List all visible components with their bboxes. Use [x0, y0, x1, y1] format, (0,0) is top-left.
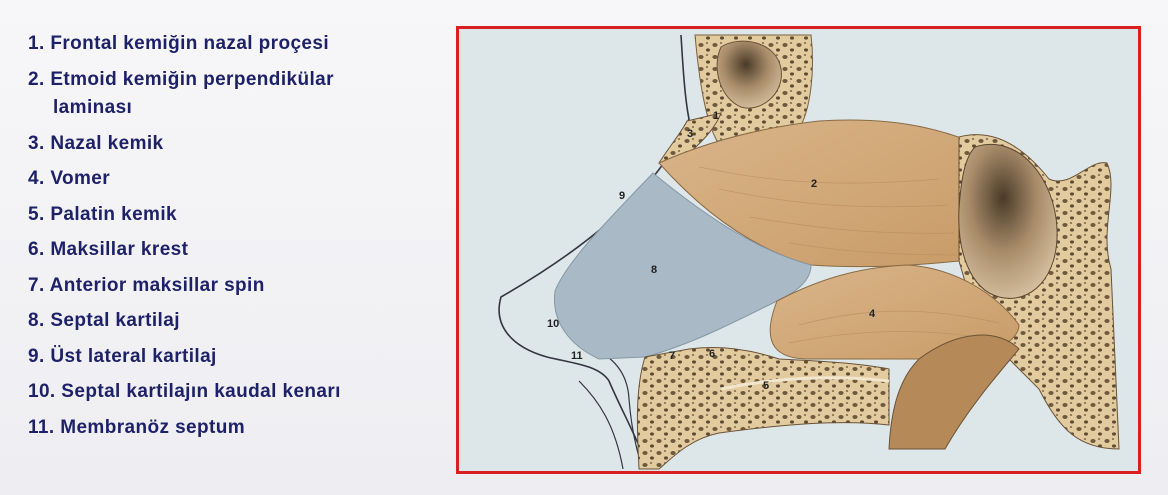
legend-item-3: 3. Nazal kemik — [28, 132, 458, 155]
figure-label-9: 9 — [619, 190, 625, 202]
figure-label-2: 2 — [811, 178, 817, 190]
figure-label-1: 1 — [713, 110, 719, 122]
legend-item-11: 11. Membranöz septum — [28, 416, 458, 439]
figure-label-3: 3 — [687, 128, 693, 140]
legend-item-4: 4. Vomer — [28, 167, 458, 190]
legend-item-6: 6. Maksillar krest — [28, 238, 458, 261]
legend-item-10: 10. Septal kartilajın kaudal kenarı — [28, 380, 458, 403]
legend-item-8: 8. Septal kartilaj — [28, 309, 458, 332]
legend-item-2: 2. Etmoid kemiğin perpendikülar — [28, 68, 458, 91]
legend-list: 1. Frontal kemiğin nazal proçesi 2. Etmo… — [28, 32, 458, 451]
nasal-septum-illustration: 1 2 3 4 5 6 7 8 9 10 11 — [459, 29, 1138, 471]
legend-item-2-continued: laminası — [28, 96, 458, 119]
figure-label-11: 11 — [571, 350, 583, 362]
legend-item-7: 7. Anterior maksillar spin — [28, 274, 458, 297]
legend-item-9: 9. Üst lateral kartilaj — [28, 345, 458, 368]
legend-item-5: 5. Palatin kemik — [28, 203, 458, 226]
figure-label-4: 4 — [869, 308, 876, 320]
figure-label-6: 6 — [709, 348, 715, 360]
anatomy-figure-frame: 1 2 3 4 5 6 7 8 9 10 11 — [456, 26, 1141, 474]
legend-item-1: 1. Frontal kemiğin nazal proçesi — [28, 32, 458, 55]
figure-label-7: 7 — [669, 350, 675, 362]
figure-label-8: 8 — [651, 264, 657, 276]
figure-label-5: 5 — [763, 380, 769, 392]
figure-label-10: 10 — [547, 318, 559, 330]
